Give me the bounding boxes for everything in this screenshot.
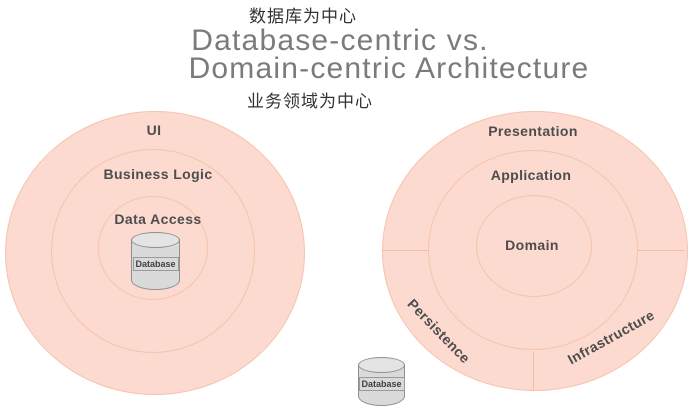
outer-ring-divider-right: [637, 250, 684, 251]
presentation-layer-label: Presentation: [488, 123, 578, 139]
cylinder-top: [131, 232, 180, 248]
domain-layer-label: Domain: [505, 237, 559, 253]
title-line-1: Database-centric vs.: [191, 24, 489, 57]
outer-ring-divider-left: [382, 250, 428, 251]
database-cylinder-icon: Database: [131, 232, 180, 290]
domain-ring: [476, 195, 592, 297]
ui-layer-label: UI: [146, 122, 162, 138]
title-line-2: Domain-centric Architecture: [188, 52, 590, 85]
database-label: Database: [358, 377, 405, 392]
business-logic-ring: [51, 149, 255, 353]
caption-database-centric-zh: 数据库为中心: [249, 7, 357, 26]
cylinder-top: [358, 357, 405, 373]
outer-ring-divider-bottom: [533, 351, 534, 391]
business-logic-layer-label: Business Logic: [103, 166, 213, 182]
caption-domain-centric-zh: 业务领域为中心: [247, 92, 373, 111]
database-label: Database: [132, 257, 179, 272]
domain-centric-diagram: Presentation Application Domain Persiste…: [382, 111, 688, 391]
external-database-cylinder-icon: Database: [358, 357, 405, 406]
data-access-layer-label: Data Access: [114, 211, 202, 227]
application-layer-label: Application: [490, 167, 572, 183]
